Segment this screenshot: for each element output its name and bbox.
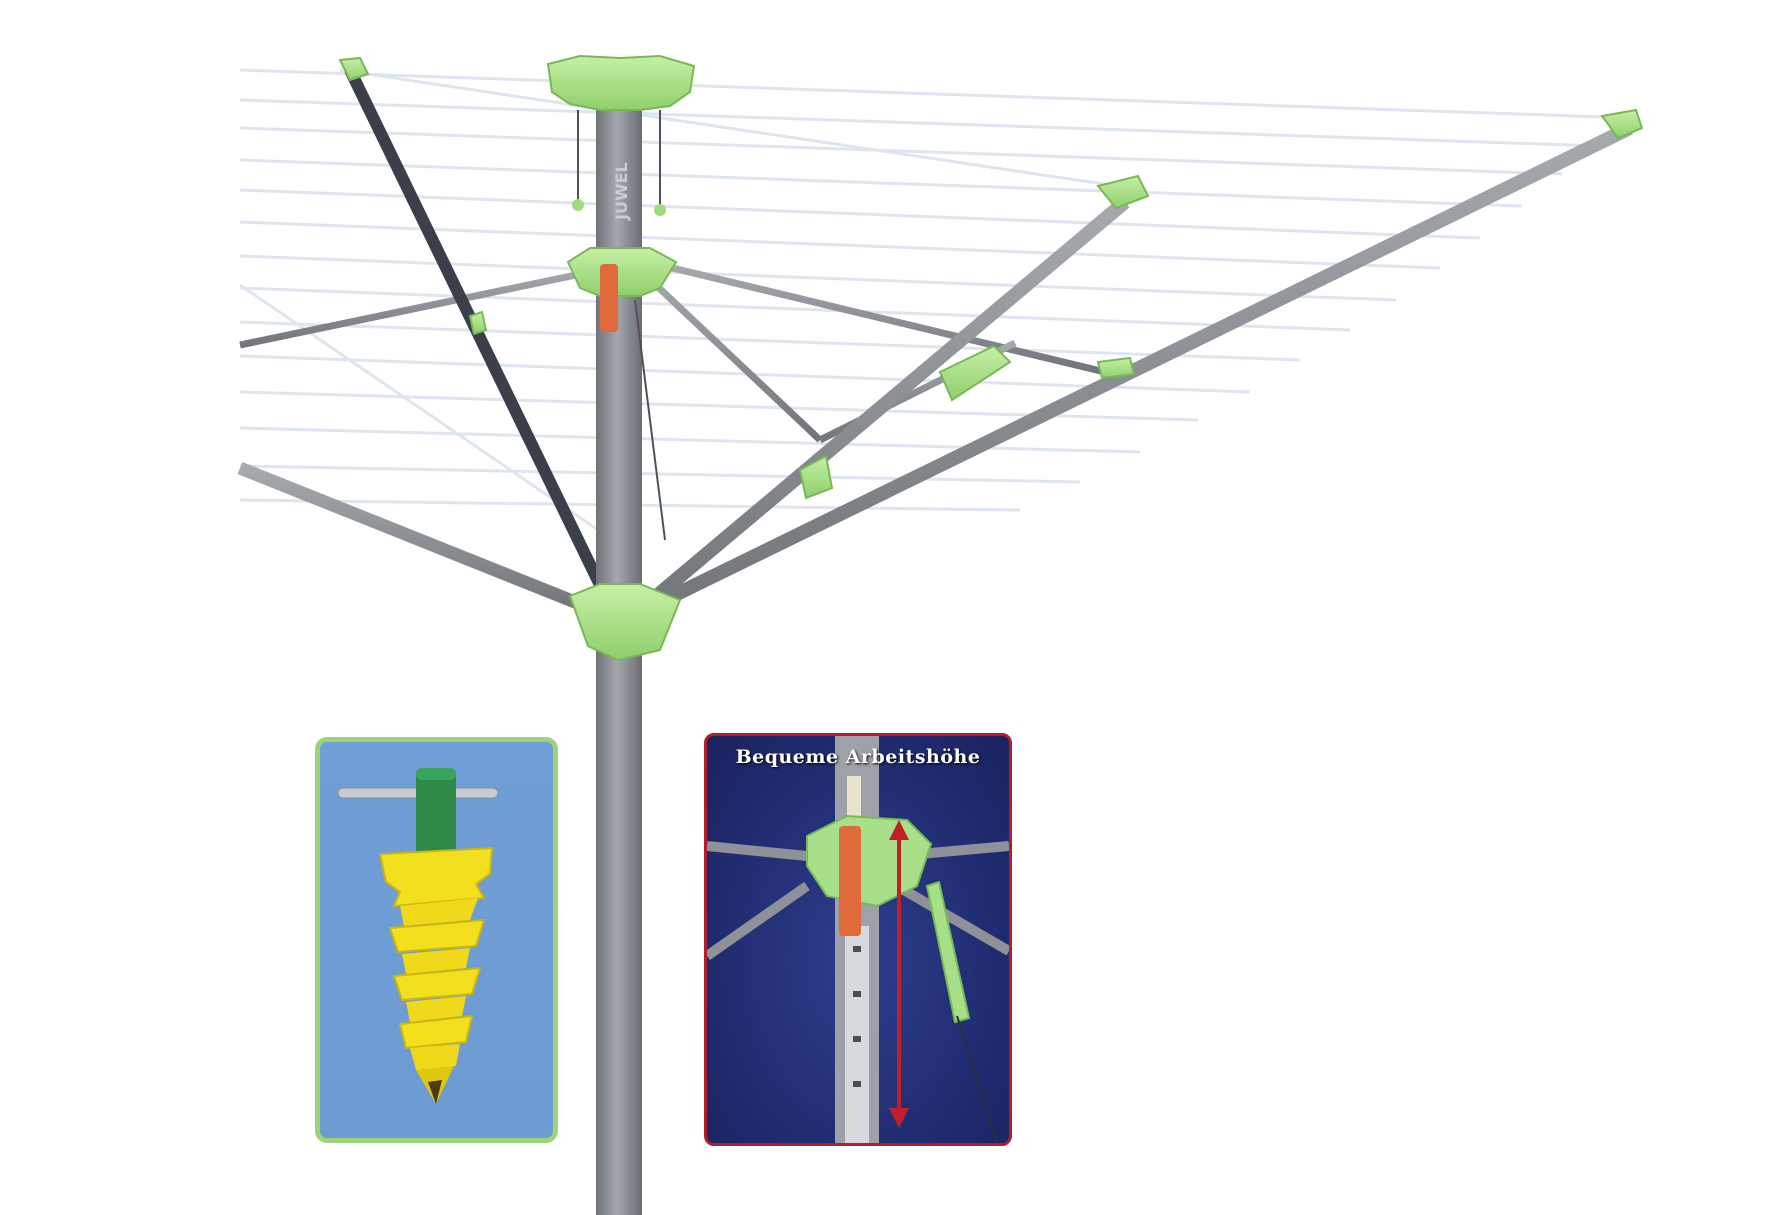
pull-cords bbox=[577, 110, 666, 541]
pole-brand-label: JUWEL bbox=[612, 162, 631, 221]
arm-end-caps bbox=[338, 56, 1644, 500]
height-lever bbox=[600, 264, 618, 332]
support-struts bbox=[239, 261, 1106, 444]
cord-pull-left bbox=[572, 199, 584, 211]
ground-anchor-illustration bbox=[337, 768, 499, 1104]
working-height-caption: Bequeme Arbeitshöhe bbox=[735, 746, 981, 768]
working-height-inset: Bequeme Arbeitshöhe bbox=[704, 733, 1012, 1146]
working-height-illustration bbox=[707, 736, 1009, 1143]
cord-pull-right bbox=[654, 204, 666, 216]
lower-hub bbox=[568, 583, 682, 662]
upper-hub bbox=[566, 247, 678, 297]
ground-anchor-inset bbox=[315, 737, 558, 1143]
top-cap bbox=[546, 54, 696, 111]
